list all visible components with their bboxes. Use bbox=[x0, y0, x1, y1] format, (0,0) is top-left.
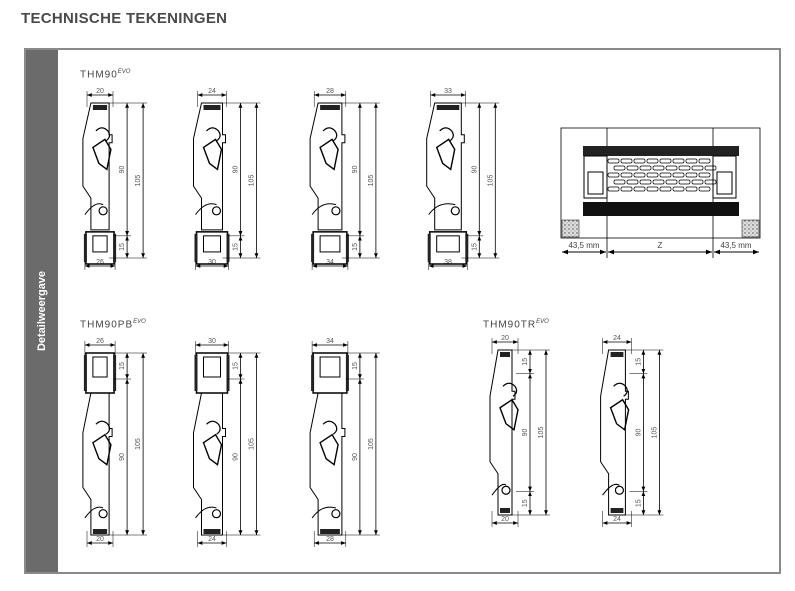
dimension-label: 20 bbox=[501, 335, 509, 342]
dimension-label: 90 bbox=[352, 165, 359, 173]
dimension-label: 30 bbox=[208, 338, 216, 345]
dimension-label: 15 bbox=[233, 362, 240, 370]
dimension-label: 105 bbox=[135, 175, 142, 187]
dimension-label: 15 bbox=[119, 362, 126, 370]
dimension-label: 15 bbox=[635, 358, 642, 366]
end-cap bbox=[610, 508, 624, 513]
dimension-label: 28 bbox=[326, 88, 334, 95]
group-label-thm90tr: THM90TREVO bbox=[483, 319, 549, 330]
end-cap bbox=[500, 508, 510, 513]
dimension-label: 34 bbox=[326, 338, 334, 345]
profile-body bbox=[193, 392, 226, 536]
profile-drawing: 26 20 105 15 90 bbox=[82, 338, 148, 547]
group-suffix: EVO bbox=[536, 319, 549, 325]
dimension-label: 15 bbox=[352, 243, 359, 251]
group-label-thm90pb: THM90PBEVO bbox=[80, 319, 146, 330]
end-cap bbox=[203, 529, 221, 534]
end-cap bbox=[320, 529, 340, 534]
dimension-label: 34 bbox=[326, 259, 334, 266]
dimension-label: 105 bbox=[487, 175, 494, 187]
dimension-label: 90 bbox=[352, 453, 359, 461]
profile-drawing: 30 24 105 15 90 bbox=[193, 338, 261, 547]
end-cap bbox=[203, 105, 221, 110]
dimension-label: 15 bbox=[471, 243, 478, 251]
end-cap bbox=[92, 105, 108, 110]
dimension-label: 90 bbox=[233, 453, 240, 461]
dimension-label: 38 bbox=[444, 259, 452, 266]
end-cap bbox=[436, 105, 460, 110]
dimension-label: 90 bbox=[119, 453, 126, 461]
dimension-label: 15 bbox=[119, 243, 126, 251]
dimension-label: 26 bbox=[96, 338, 104, 345]
end-cap bbox=[92, 529, 108, 534]
dimension-label: 30 bbox=[208, 259, 216, 266]
group-name: THM90 bbox=[80, 69, 118, 81]
dimension-label: 90 bbox=[233, 165, 240, 173]
dimension-label: 15 bbox=[635, 499, 642, 507]
profile-body bbox=[309, 392, 346, 536]
dimension-label: 105 bbox=[249, 175, 256, 187]
group-label-thm90: THM90EVO bbox=[80, 69, 130, 80]
group-suffix: EVO bbox=[117, 69, 131, 75]
profile-body bbox=[600, 349, 629, 516]
seal bbox=[312, 352, 348, 394]
dimension-label: 90 bbox=[471, 165, 478, 173]
section-middle-dim: Z bbox=[658, 241, 663, 250]
profile-drawing: 28 34 105 90 15 bbox=[309, 88, 380, 270]
dimension-label: 24 bbox=[613, 516, 621, 523]
dimension-label: 90 bbox=[522, 429, 529, 437]
profile-drawing: 24 24 105 15 90 15 bbox=[600, 335, 664, 527]
end-cap bbox=[500, 352, 510, 357]
profile-drawing: 20 20 105 15 90 15 bbox=[489, 335, 550, 527]
dimension-label: 105 bbox=[368, 175, 375, 187]
dimension-label: 90 bbox=[119, 165, 126, 173]
dimension-label: 20 bbox=[96, 536, 104, 543]
dimension-label: 24 bbox=[208, 536, 216, 543]
dimension-label: 26 bbox=[96, 259, 104, 266]
sidebar-band: Detailweergave bbox=[26, 50, 58, 572]
seal bbox=[85, 352, 115, 394]
dimension-label: 15 bbox=[352, 362, 359, 370]
section-right-dim: 43,5 mm bbox=[720, 241, 751, 250]
dimension-label: 28 bbox=[326, 536, 334, 543]
profile-drawing: 34 28 105 15 90 bbox=[309, 338, 380, 547]
dimension-label: 20 bbox=[501, 516, 509, 523]
cross-section-drawing: 43,5 mm Z 43,5 mm bbox=[560, 127, 761, 258]
group-name: THM90TR bbox=[483, 319, 537, 331]
page-title: TECHNISCHE TEKENINGEN bbox=[21, 10, 228, 27]
profile-drawing: 24 30 105 90 15 bbox=[193, 88, 261, 270]
profile-body bbox=[193, 102, 226, 231]
profile-body bbox=[426, 102, 465, 231]
profile-body bbox=[309, 102, 346, 231]
dimension-label: 15 bbox=[522, 499, 529, 507]
end-cap bbox=[320, 105, 340, 110]
drawings-frame: Detailweergave bbox=[24, 48, 781, 574]
dimension-label: 105 bbox=[651, 427, 658, 439]
profile-drawing: 20 26 105 90 15 bbox=[82, 88, 148, 270]
section-left-dim: 43,5 mm bbox=[568, 241, 599, 250]
profile-body bbox=[82, 392, 113, 536]
profile-drawing: 33 38 105 90 15 bbox=[426, 88, 500, 270]
dimension-label: 20 bbox=[96, 88, 104, 95]
dimension-label: 105 bbox=[538, 427, 545, 439]
dimension-label: 24 bbox=[208, 88, 216, 95]
dimension-label: 105 bbox=[249, 438, 256, 450]
end-cap bbox=[610, 352, 624, 357]
profile-body bbox=[82, 102, 113, 231]
dimension-label: 15 bbox=[522, 358, 529, 366]
dimension-label: 105 bbox=[368, 438, 375, 450]
dimension-label: 24 bbox=[613, 335, 621, 342]
seal bbox=[195, 352, 229, 394]
dimension-label: 33 bbox=[444, 88, 452, 95]
group-name: THM90PB bbox=[80, 319, 134, 331]
dimension-label: 105 bbox=[135, 438, 142, 450]
dimension-label: 90 bbox=[635, 429, 642, 437]
group-suffix: EVO bbox=[133, 319, 146, 325]
dimension-label: 15 bbox=[233, 243, 240, 251]
